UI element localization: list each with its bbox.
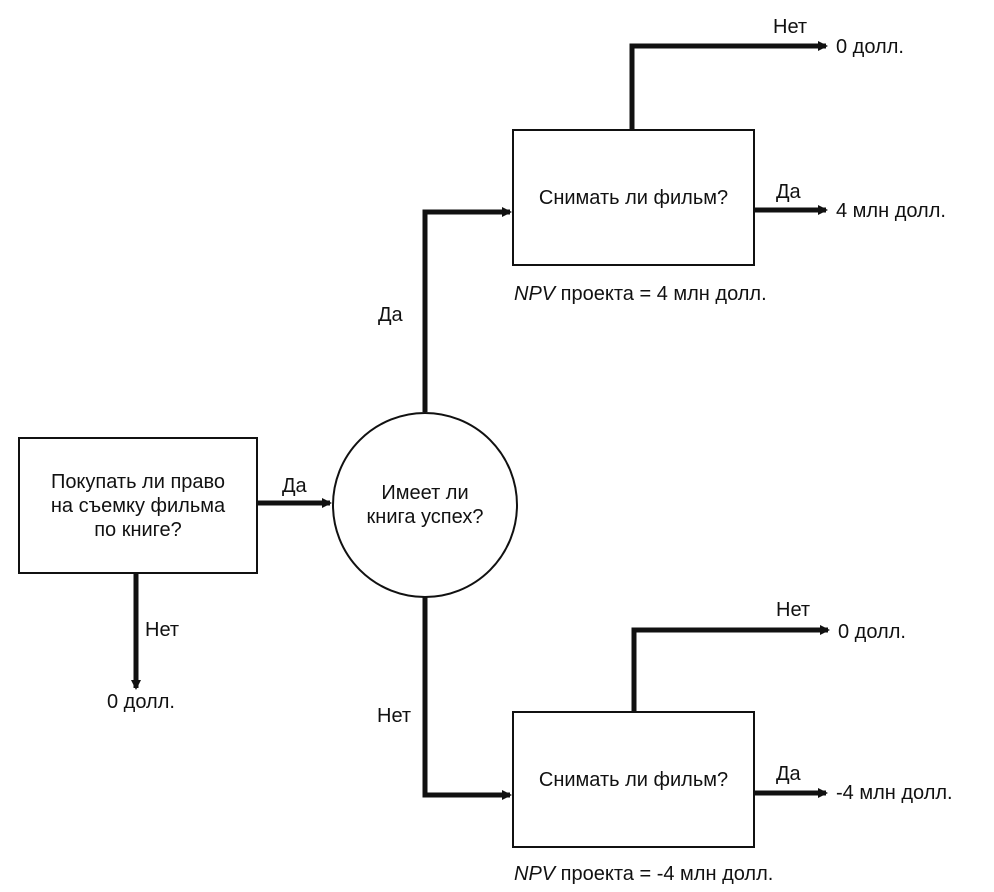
chance-yes-arrow: [422, 207, 512, 412]
start-decision-box: Покупать ли право на съемку фильма по кн…: [18, 437, 258, 574]
top-no-arrow: [629, 41, 828, 130]
top-no-outcome: 0 долл.: [836, 36, 904, 58]
bottom-yes-outcome: -4 млн долл.: [836, 782, 953, 804]
chance-node-circle: Имеет ли книга успех?: [332, 412, 518, 598]
top-no-label: Нет: [773, 16, 808, 38]
start-yes-label: Да: [282, 475, 307, 497]
top-npv-abbr: NPV: [514, 283, 556, 305]
bottom-npv-value: проекта = -4 млн долл.: [555, 863, 774, 885]
chance-no-label: Нет: [377, 705, 412, 727]
bottom-yes-label: Да: [776, 763, 801, 785]
bottom-npv-abbr: NPV: [514, 863, 556, 885]
chance-no-arrow: [422, 596, 512, 800]
top-npv-caption: NPV проекта = 4 млн долл.: [514, 284, 767, 304]
chance-yes-label: Да: [378, 304, 403, 326]
start-decision-text: Покупать ли право на съемку фильма по кн…: [50, 470, 226, 541]
bottom-no-outcome: 0 долл.: [838, 621, 906, 643]
bottom-no-arrow: [631, 625, 830, 713]
top-yes-outcome: 4 млн долл.: [836, 200, 946, 222]
top-decision-text: Снимать ли фильм?: [538, 186, 729, 209]
bottom-decision-box: Снимать ли фильм?: [512, 711, 755, 848]
top-npv-value: проекта = 4 млн долл.: [555, 283, 767, 305]
bottom-npv-caption: NPV проекта = -4 млн долл.: [514, 864, 773, 884]
top-yes-label: Да: [776, 181, 801, 203]
start-no-label: Нет: [145, 619, 180, 641]
chance-node-text: Имеет ли книга успех?: [366, 482, 484, 528]
bottom-no-label: Нет: [776, 599, 811, 621]
start-no-outcome: 0 долл.: [107, 691, 175, 713]
bottom-decision-text: Снимать ли фильм?: [538, 768, 729, 791]
top-decision-box: Снимать ли фильм?: [512, 129, 755, 266]
